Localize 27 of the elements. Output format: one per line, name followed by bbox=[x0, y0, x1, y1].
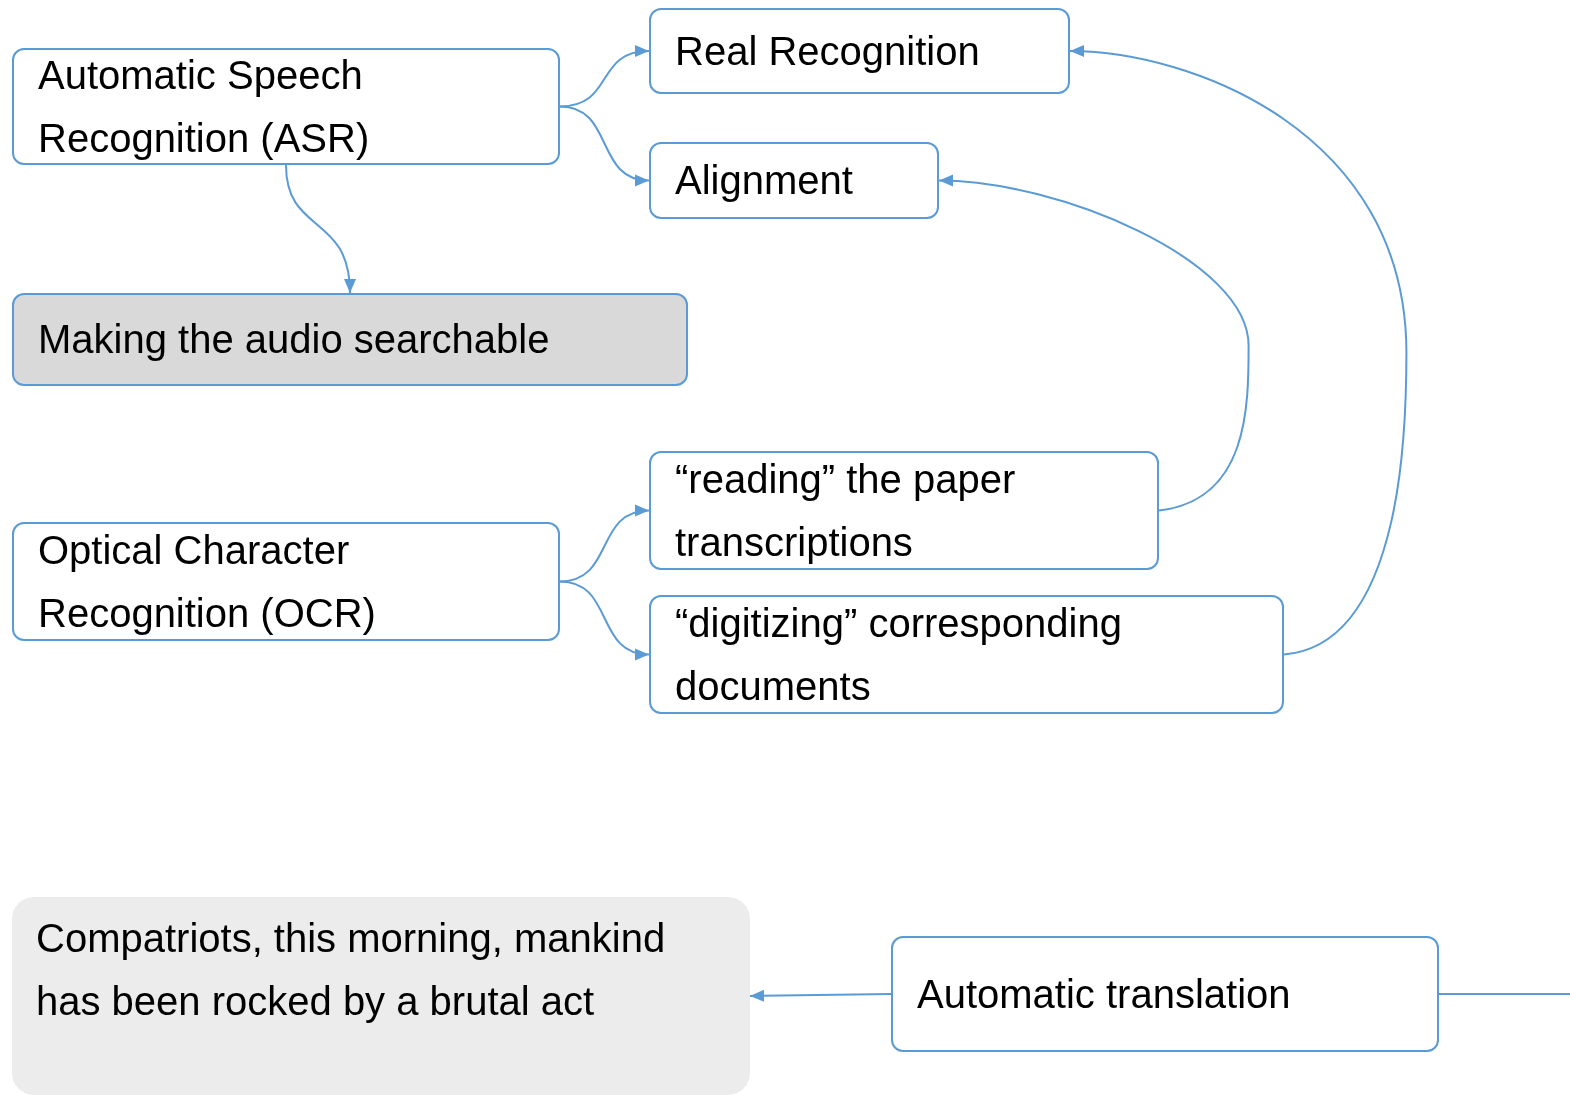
process-box bbox=[649, 451, 1159, 570]
box-text: “reading” the paper transcriptions bbox=[675, 455, 1017, 566]
result-box bbox=[12, 293, 688, 386]
text-bubble bbox=[12, 897, 750, 1095]
process-box bbox=[649, 142, 939, 219]
box-text: Alignment bbox=[675, 157, 853, 204]
connector-line bbox=[1438, 993, 1570, 995]
box-text: “digitizing” corresponding documents bbox=[675, 599, 1123, 710]
box-text: Optical Character Recognition (OCR) bbox=[38, 526, 377, 637]
process-box bbox=[891, 936, 1439, 1052]
arrow bbox=[285, 164, 355, 294]
arrow bbox=[1069, 45, 1408, 656]
arrow bbox=[559, 580, 650, 659]
arrow bbox=[749, 989, 892, 1002]
box-text: Automatic Speech Recognition (ASR) bbox=[38, 51, 371, 162]
process-box bbox=[649, 8, 1070, 94]
process-box bbox=[12, 48, 560, 165]
arrow bbox=[559, 105, 650, 185]
box-text: Automatic translation bbox=[917, 970, 1291, 1018]
box-text: Making the audio searchable bbox=[38, 316, 550, 363]
arrow bbox=[559, 46, 650, 108]
process-box bbox=[649, 595, 1284, 714]
box-text: Real Recognition bbox=[675, 27, 980, 75]
quote-text: Compatriots, this morning, mankind has been rocked by a brutal act bbox=[36, 915, 667, 1025]
arrow bbox=[559, 506, 650, 583]
process-box bbox=[12, 522, 560, 641]
arrow bbox=[938, 175, 1250, 512]
